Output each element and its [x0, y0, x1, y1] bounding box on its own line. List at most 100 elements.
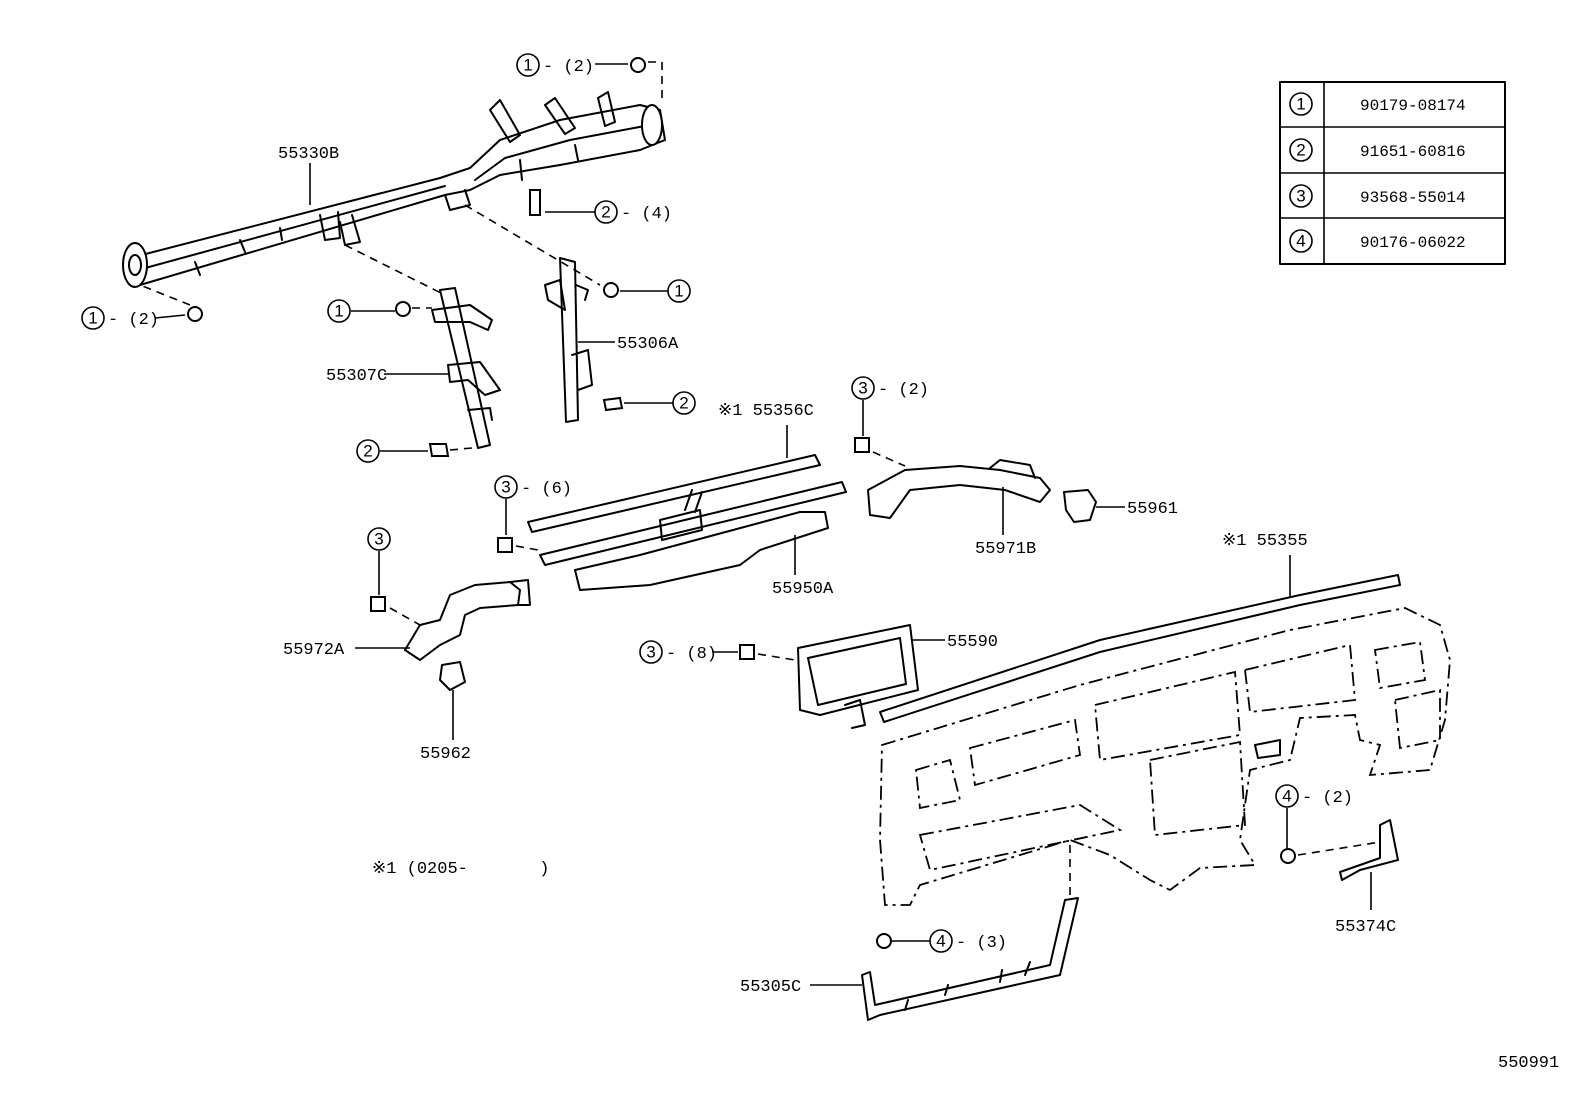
legend-part-number: 90179-08174	[1360, 97, 1466, 115]
svg-text:- (2): - (2)	[543, 58, 594, 77]
legend-part-number: 93568-55014	[1360, 189, 1466, 207]
ref-circle-icon	[594, 200, 618, 224]
svg-text:2: 2	[679, 394, 688, 413]
svg-text:3: 3	[858, 379, 867, 398]
screw-icon	[497, 537, 513, 553]
callout-3-qty6: 3 - (6)	[494, 475, 572, 553]
svg-text:2: 2	[363, 442, 372, 461]
svg-text:- (6): - (6)	[521, 480, 572, 499]
ref-circle-icon	[929, 929, 953, 953]
ref-circle-icon	[516, 53, 540, 77]
part-55961-nozzle	[1063, 489, 1097, 523]
part-55962-nozzle	[439, 661, 466, 691]
nut-icon	[187, 306, 203, 322]
svg-text:2: 2	[1296, 141, 1305, 160]
svg-text:- (2): - (2)	[108, 311, 159, 330]
callout-1-55306A: 1	[603, 279, 691, 303]
ref-circle-icon	[851, 376, 875, 400]
bolt-icon	[529, 189, 541, 216]
ref-circle-icon	[1289, 184, 1313, 208]
nut-icon	[395, 301, 411, 317]
callout-1-left: 1 - (2)	[81, 284, 203, 330]
part-55971B-duct	[867, 459, 1051, 519]
legend-row-4: 4 90176-06022	[1289, 229, 1466, 253]
ref-circle-icon	[1289, 92, 1313, 116]
part-55306A-brace	[544, 257, 593, 423]
label-55590: 55590	[947, 633, 998, 652]
callout-4-qty2: 4 - (2)	[1275, 784, 1353, 864]
label-55306A: 55306A	[617, 335, 679, 354]
svg-text:1: 1	[523, 56, 532, 75]
callout-1-top: 1 - (2)	[516, 53, 663, 100]
screw-icon	[370, 596, 386, 612]
nut-icon	[630, 57, 646, 73]
part-55590-bracket	[797, 624, 919, 729]
bolt-icon	[602, 396, 624, 412]
part-55356C-strip	[527, 454, 821, 533]
part-55355-strip	[879, 574, 1401, 723]
label-55971B: 55971B	[975, 540, 1036, 559]
bolt-icon	[428, 443, 450, 457]
ref-circle-icon	[639, 640, 663, 664]
svg-text:- (8): - (8)	[666, 645, 717, 664]
ref-circle-icon	[81, 306, 105, 330]
ref-circle-icon	[667, 279, 691, 303]
label-55962: 55962	[420, 745, 471, 764]
legend-part-number: 90176-06022	[1360, 234, 1466, 252]
svg-text:- (2): - (2)	[878, 381, 929, 400]
callout-4-qty3: 4 - (3)	[876, 929, 1007, 953]
callout-2-qty4: 2 - (4)	[529, 189, 672, 224]
diagram-id: 550991	[1498, 1054, 1559, 1073]
svg-text:2: 2	[601, 203, 610, 222]
svg-text:4: 4	[936, 932, 945, 951]
part-dash-panel	[879, 607, 1451, 906]
label-55356C: ※1 55356C	[718, 402, 814, 421]
svg-text:4: 4	[1282, 787, 1291, 806]
ref-circle-icon	[367, 527, 391, 551]
part-55950A-duct	[539, 481, 847, 591]
svg-text:1: 1	[334, 302, 343, 321]
svg-text:4: 4	[1296, 232, 1305, 251]
legend-row-3: 3 93568-55014	[1289, 184, 1466, 208]
screw-icon	[739, 644, 755, 660]
callout-2-55307C: 2	[356, 439, 473, 463]
svg-text:3: 3	[374, 530, 383, 549]
svg-text:3: 3	[646, 643, 655, 662]
ref-circle-icon	[1289, 229, 1313, 253]
callout-3-qty2: 3 - (2)	[851, 376, 929, 467]
svg-text:3: 3	[1296, 187, 1305, 206]
svg-text:1: 1	[674, 282, 683, 301]
svg-text:- (2): - (2)	[1302, 789, 1353, 808]
ref-circle-icon	[1289, 138, 1313, 162]
label-55961: 55961	[1127, 500, 1178, 519]
legend-table: 1 90179-08174 2 91651-60816 3 93568-5501…	[1279, 81, 1506, 265]
label-55355: ※1 55355	[1222, 532, 1308, 551]
svg-text:1: 1	[1296, 95, 1305, 114]
label-55305C: 55305C	[740, 978, 801, 997]
label-55972A: 55972A	[283, 641, 345, 660]
label-55330B: 55330B	[278, 145, 339, 164]
svg-text:3: 3	[501, 478, 510, 497]
part-55374C-bracket	[1339, 819, 1399, 881]
part-55972A-duct	[404, 579, 531, 661]
callout-3-55972A: 3	[367, 527, 421, 626]
ref-circle-icon	[494, 475, 518, 499]
nut-icon	[1280, 848, 1296, 864]
nut-icon	[603, 282, 619, 298]
label-55307C: 55307C	[326, 367, 387, 386]
svg-text:- (4): - (4)	[621, 205, 672, 224]
callout-2-55306A: 2	[602, 391, 696, 415]
part-55305C-bracket	[861, 897, 1079, 1021]
svg-text:1: 1	[88, 309, 97, 328]
nut-icon	[876, 933, 892, 949]
legend-row-2: 2 91651-60816	[1289, 138, 1466, 162]
ref-circle-icon	[356, 439, 380, 463]
part-55330B-reinforcement	[122, 91, 666, 288]
callout-1-55307C: 1	[327, 299, 432, 323]
ref-circle-icon	[1275, 784, 1299, 808]
label-55374C: 55374C	[1335, 918, 1396, 937]
screw-icon	[854, 437, 870, 453]
ref-circle-icon	[672, 391, 696, 415]
footnote: ※1 (0205- )	[372, 860, 549, 879]
